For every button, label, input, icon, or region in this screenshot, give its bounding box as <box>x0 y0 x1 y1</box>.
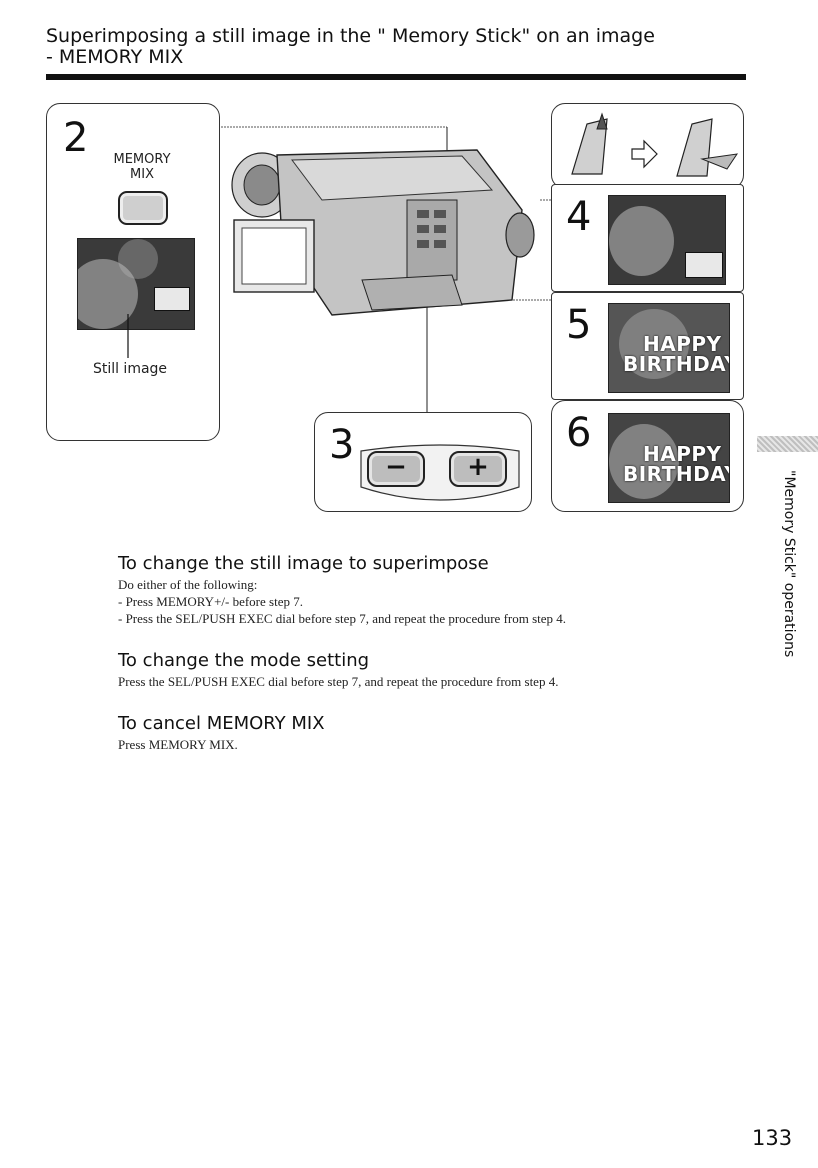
memory-mix-label: MEMORY MIX <box>113 152 171 182</box>
still-image-pointer <box>127 314 129 358</box>
camcorder-illustration <box>231 149 535 316</box>
section-tab <box>757 436 818 452</box>
header-rule <box>46 74 746 80</box>
step2-number: 2 <box>63 115 89 161</box>
page-title-line2: - MEMORY MIX <box>46 46 184 68</box>
step3-number: 3 <box>329 422 355 468</box>
step4-image <box>608 195 726 285</box>
birthday-card-icon <box>154 287 190 311</box>
section-heading-cancel: To cancel MEMORY MIX <box>118 713 325 734</box>
section-heading-change-mode: To change the mode setting <box>118 650 370 671</box>
section-tab-label: "Memory Stick" operations <box>781 470 797 658</box>
section-body-cancel: Press MEMORY MIX. <box>118 737 238 752</box>
step3-box: 3 − + <box>314 412 532 512</box>
page-number: 133 <box>752 1126 793 1150</box>
section-heading-change-still: To change the still image to superimpose <box>118 553 489 574</box>
section-body-change-mode: Press the SEL/PUSH EXEC dial before step… <box>118 674 559 689</box>
page-title: Superimposing a still image in the " Mem… <box>46 26 746 68</box>
step4-box: 4 <box>551 184 744 292</box>
memory-minus-button[interactable]: − <box>367 451 425 487</box>
still-image-caption: Still image <box>92 361 168 377</box>
step5-number: 5 <box>566 302 592 348</box>
birthday-card-icon <box>685 252 723 278</box>
memory-stick-insert-icon <box>571 112 739 177</box>
step4-number: 4 <box>566 194 592 240</box>
section-body-change-still: Do either of the following: - Press MEMO… <box>118 577 567 626</box>
step6-number: 6 <box>566 410 592 456</box>
step2-box: 2 MEMORY MIX Still image <box>46 103 220 441</box>
memory-plus-button[interactable]: + <box>449 451 507 487</box>
page-title-line1: Superimposing a still image in the " Mem… <box>46 25 655 47</box>
insert-arrows-box <box>551 103 744 189</box>
memory-mix-button[interactable] <box>118 191 168 225</box>
